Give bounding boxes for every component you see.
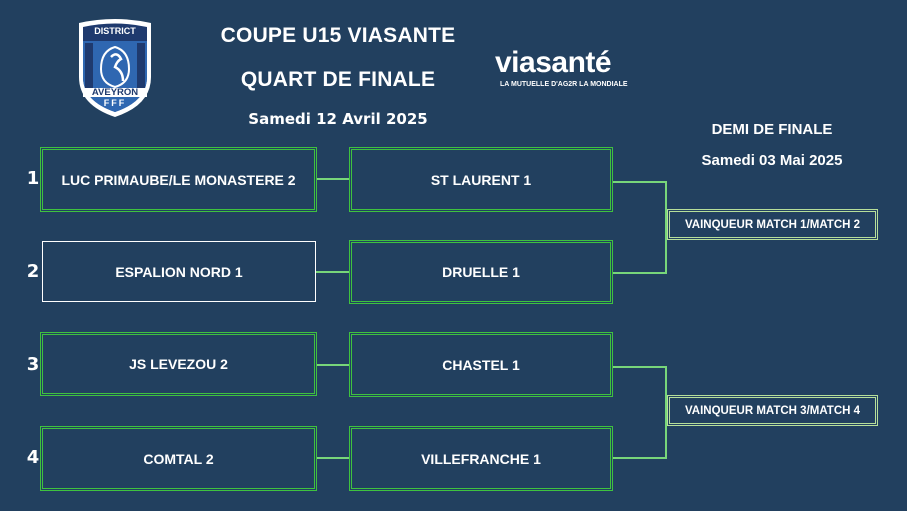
viasante-logo-name: viasanté [495,46,612,79]
district-logo-bottom-text: AVEYRON [91,87,139,98]
bracket-line-3 [613,366,667,368]
match-3-away-team: CHASTEL 1 [349,332,613,397]
semi-final-match-1: VAINQUEUR MATCH 1/MATCH 2 [667,209,878,240]
district-aveyron-logo: DISTRICT AVEYRON FFF [75,17,155,119]
connector-match-2 [316,271,349,273]
match-4-away-team: VILLEFRANCHE 1 [349,426,613,491]
match-number-3: 3 [26,354,40,375]
match-3-home-team: JS LEVEZOU 2 [40,332,317,396]
viasante-logo-tagline: LA MUTUELLE D'AG2R LA MONDIALE [500,81,628,88]
match-2-away-team: DRUELLE 1 [349,240,613,304]
round-date: Samedi 12 Avril 2025 [248,110,428,128]
match-1-home-team: LUC PRIMAUBE/LE MONASTERE 2 [40,147,317,212]
bracket-line-4 [613,457,667,459]
bracket-vertical-1 [665,181,667,274]
match-number-2: 2 [26,261,40,282]
bracket-line-2 [613,272,667,274]
viasante-logo: viasanté LA MUTUELLE D'AG2R LA MONDIALE [495,48,645,92]
shield-icon [79,19,151,117]
bracket-line-1 [613,181,667,183]
semi-final-date: Samedi 03 Mai 2025 [701,152,843,169]
connector-match-3 [317,364,349,366]
connector-match-4 [317,457,349,459]
bracket-vertical-2 [665,366,667,459]
round-title: QUART DE FINALE [240,68,436,91]
cup-title: COUPE U15 VIASANTE [220,24,456,47]
semi-final-title: DEMI DE FINALE [711,121,833,138]
match-4-home-team: COMTAL 2 [40,426,317,491]
match-1-away-team: ST LAURENT 1 [349,147,613,212]
semi-final-match-2: VAINQUEUR MATCH 3/MATCH 4 [667,395,878,426]
match-number-1: 1 [26,168,40,189]
connector-match-1 [317,178,349,180]
district-logo-top-text: DISTRICT [94,26,136,36]
district-logo-fff-text: FFF [103,98,127,108]
match-number-4: 4 [26,447,40,468]
match-2-home-team: ESPALION NORD 1 [42,241,316,302]
